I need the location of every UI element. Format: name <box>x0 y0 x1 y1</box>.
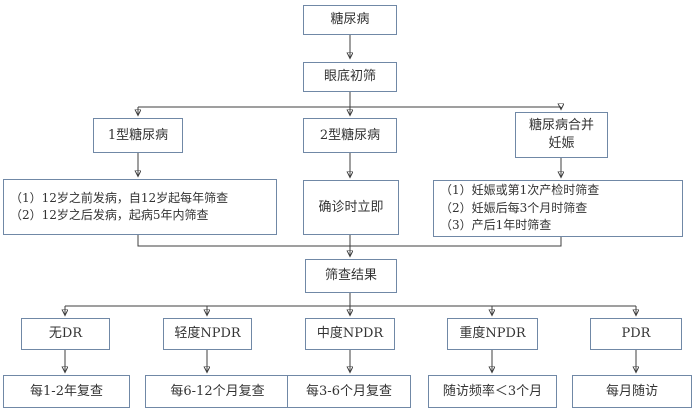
node-label: 无DR <box>48 326 83 342</box>
node-type2-schedule: 确诊时立即 <box>303 180 399 235</box>
node-label: 糖尿病 <box>330 12 370 28</box>
node-label: 每6-12个月复查 <box>170 383 265 399</box>
node-followup-lt-3-months: 随访频率＜3个月 <box>428 375 557 408</box>
node-pregnancy-schedule: （1）妊娠或第1次产检时筛查 （2）妊娠后每3个月时筛查 （3）产后1年时筛查 <box>433 180 683 237</box>
edges-result-split <box>65 293 636 315</box>
schedule-line: （3）产后1年时筛查 <box>440 218 552 233</box>
schedule-line: （1）12岁之前发病，自12岁起每年筛查 <box>10 190 229 205</box>
node-grade-moderate-npdr: 中度NPDR <box>305 318 395 350</box>
edges-grade-to-followup <box>65 350 636 372</box>
edges-merge-to-result <box>137 235 562 256</box>
node-label: 筛查结果 <box>324 268 377 284</box>
schedule-line: （1）妊娠或第1次产检时筛查 <box>440 183 600 198</box>
node-label: 随访频率＜3个月 <box>442 383 543 399</box>
node-type1-diabetes: 1型糖尿病 <box>93 118 183 153</box>
node-label: 每3-6个月复查 <box>306 383 392 399</box>
edges-branch-to-schedule <box>138 153 561 177</box>
node-label: 糖尿病合并妊娠 <box>528 118 594 151</box>
schedule-line: （2）12岁之后发病，起病5年内筛查 <box>10 208 209 222</box>
node-type1-schedule: （1）12岁之前发病，自12岁起每年筛查 （2）12岁之后发病，起病5年内筛查 <box>3 179 277 235</box>
node-label: 中度NPDR <box>316 326 384 342</box>
node-label: 重度NPDR <box>459 326 526 342</box>
edge-fundus-split <box>138 92 561 115</box>
node-label: 确诊时立即 <box>318 199 384 215</box>
node-label: PDR <box>621 326 651 342</box>
node-diabetes: 糖尿病 <box>303 5 397 35</box>
node-label: 眼底初筛 <box>323 69 376 85</box>
schedule-line: （2）妊娠后每3个月时筛查 <box>440 200 588 215</box>
node-followup-3-6-months: 每3-6个月复查 <box>287 375 411 408</box>
node-label: 轻度NPDR <box>174 326 241 342</box>
node-label: 每月随访 <box>605 383 658 399</box>
node-grade-mild-npdr: 轻度NPDR <box>163 318 252 350</box>
node-followup-1-2-years: 每1-2年复查 <box>3 375 130 408</box>
node-fundus-screening: 眼底初筛 <box>303 62 397 92</box>
node-diabetes-with-pregnancy: 糖尿病合并妊娠 <box>515 112 608 158</box>
node-grade-severe-npdr: 重度NPDR <box>447 318 538 350</box>
node-label: 1型糖尿病 <box>107 127 169 143</box>
node-screening-result: 筛查结果 <box>305 259 397 293</box>
node-label: 2型糖尿病 <box>319 127 381 143</box>
node-followup-monthly: 每月随访 <box>572 375 692 408</box>
node-grade-pdr: PDR <box>590 318 682 350</box>
node-label: 每1-2年复查 <box>30 383 103 399</box>
node-followup-6-12-months: 每6-12个月复查 <box>145 375 290 408</box>
node-grade-no-dr: 无DR <box>21 318 110 350</box>
node-type2-diabetes: 2型糖尿病 <box>303 118 397 153</box>
